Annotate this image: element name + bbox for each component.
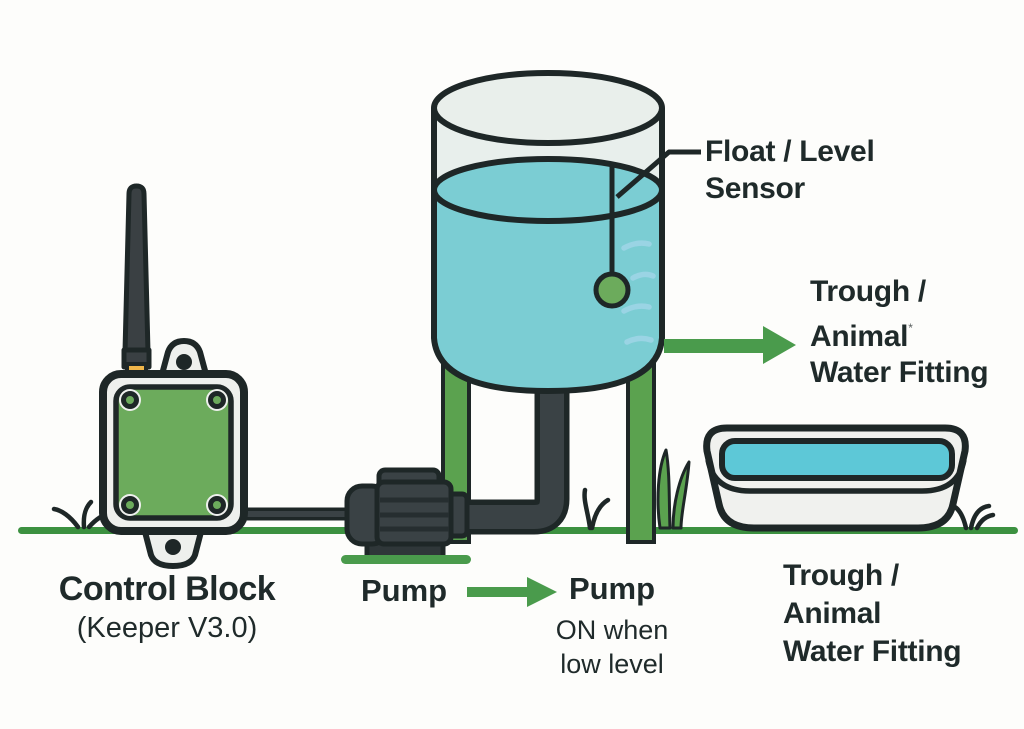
pump-status-arrow-icon (467, 577, 557, 607)
tank-outlet-arrow-icon (664, 326, 796, 364)
trough-rim (705, 459, 967, 494)
trough-label-line2: Animal (783, 597, 882, 630)
pump-label: Pump (361, 573, 448, 608)
control-block-label: Control Block (Keeper V3.0) (34, 569, 300, 645)
bottom-mount-hole (165, 539, 181, 555)
pump-pad (341, 555, 471, 564)
tank-top-opening (431, 70, 665, 146)
grass-tuft-right (950, 503, 996, 531)
pump-fins (380, 497, 449, 532)
pump-status-line2: ON when (555, 615, 669, 645)
control-panel (113, 384, 234, 521)
top-mount-hole (176, 354, 192, 370)
grass-tuft-tank (656, 448, 691, 530)
float-ball-icon (593, 271, 631, 309)
trough (703, 424, 969, 532)
float-label-line1: Float / Level (705, 135, 875, 168)
trough-label: Trough / Animal Water Fitting (783, 557, 962, 671)
tank-water (434, 190, 662, 391)
tank-outlet-line2: Animal* (810, 310, 988, 355)
pump-outlet-pipe (420, 375, 570, 535)
trough-label-line3: Water Fitting (783, 635, 962, 668)
water-tank (431, 70, 701, 395)
pump-status-line1: Pump (568, 571, 656, 606)
pump (341, 467, 471, 564)
antenna-icon (121, 183, 152, 379)
control-block (99, 183, 248, 569)
level-tick-marks (621, 240, 656, 345)
pump-status-label: Pump ON when low level (536, 569, 688, 681)
tank-outlet-label: Trough / Animal* Water Fitting (810, 274, 989, 391)
trough-label-line1: Trough / (783, 559, 899, 592)
trough-water (719, 438, 955, 481)
grass-tuft-mid (582, 487, 611, 531)
tank-outlet-line2-text: Animal (810, 320, 909, 353)
tank-outlet-line3: Water Fitting (810, 356, 989, 389)
control-block-version: (Keeper V3.0) (76, 612, 258, 644)
tank-outlet-sup-mark: * (908, 321, 913, 335)
panel-screws (119, 389, 228, 516)
float-level-sensor-label: Float / Level Sensor (705, 133, 875, 207)
float-label-line2: Sensor (705, 172, 805, 205)
tank-outline (431, 108, 665, 395)
tank-outlet-line1: Trough / (810, 275, 926, 308)
control-block-name: Control Block (58, 570, 276, 608)
sensor-callout-line (615, 149, 701, 199)
pump-status-line3: low level (560, 649, 664, 679)
